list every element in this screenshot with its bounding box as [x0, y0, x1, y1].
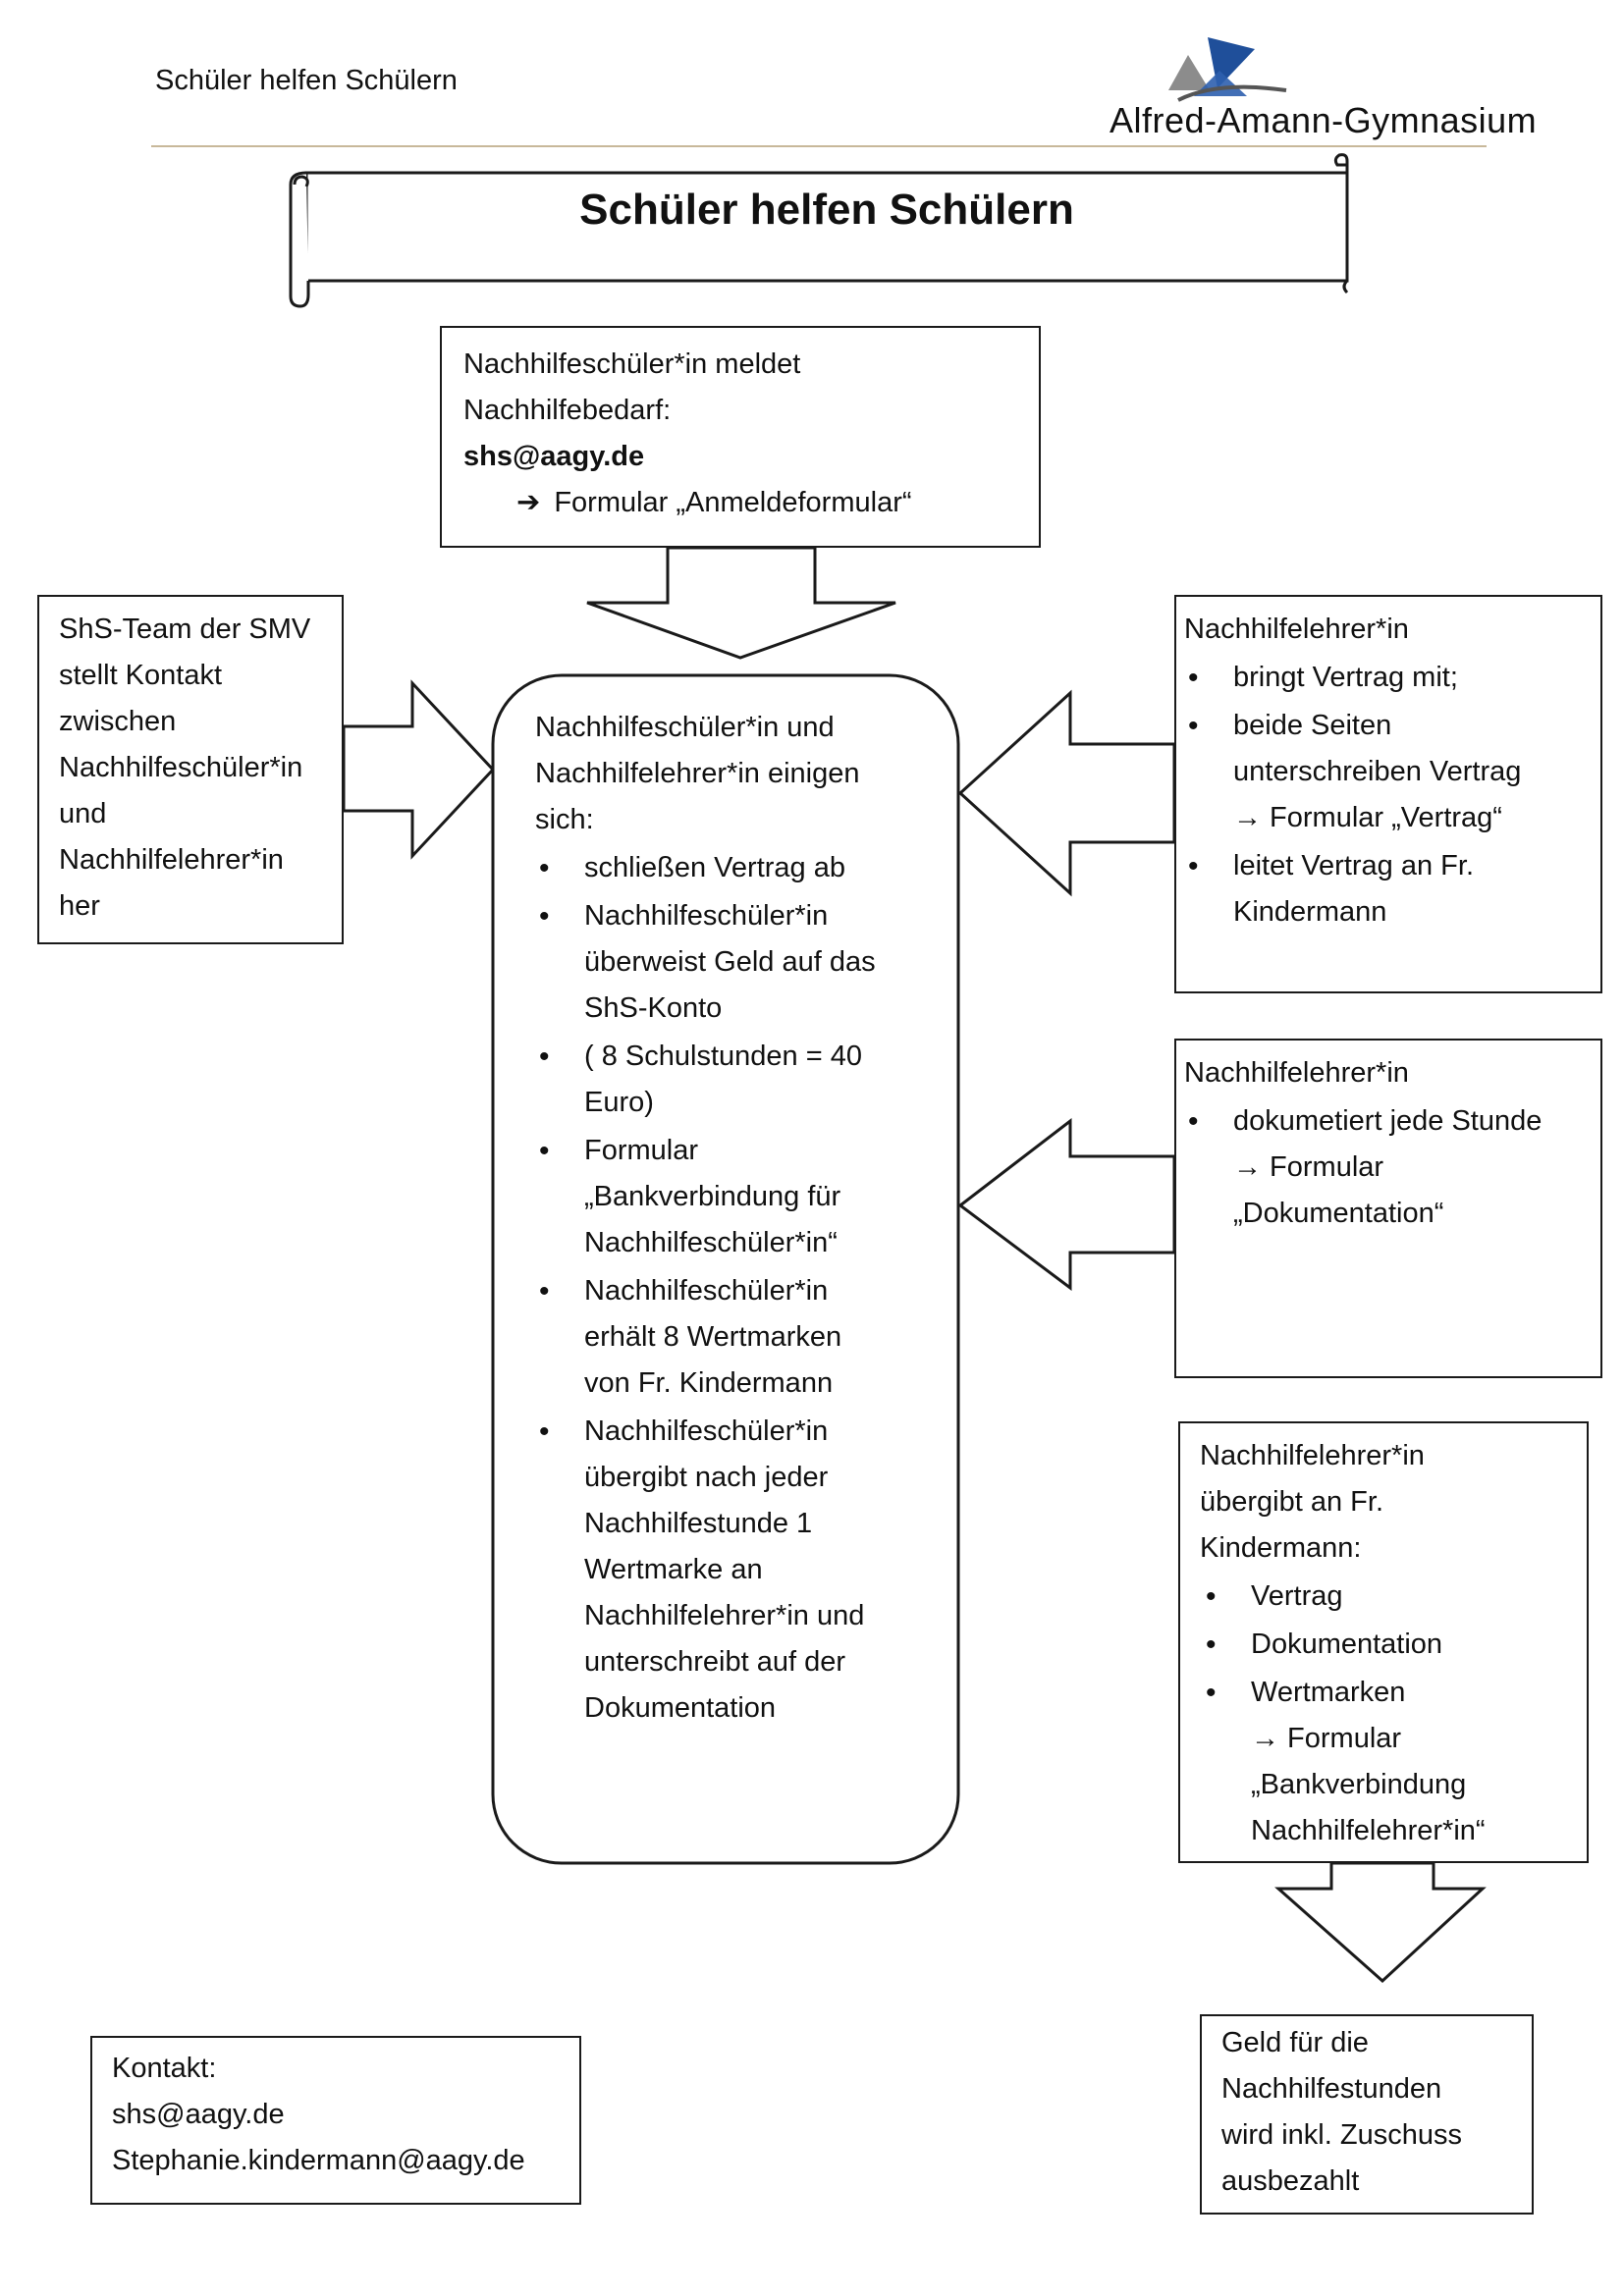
list-item-line: Nachhilfelehrer*in und	[584, 1600, 865, 1631]
list-item: Nachhilfeschüler*in überweist Geld auf d…	[539, 893, 947, 1032]
list-item-line: bringt Vertrag mit;	[1233, 662, 1458, 693]
list-item: ( 8 Schulstunden = 40 Euro)	[539, 1034, 947, 1126]
list-item-line: leitet Vertrag an Fr.	[1233, 850, 1475, 881]
payout-line: wird inkl. Zuschuss	[1221, 2119, 1462, 2151]
list-item-line: überweist Geld auf das	[584, 946, 876, 978]
list-item-line: Kindermann	[1233, 896, 1387, 928]
list-item: Dokumentation	[1206, 1622, 1567, 1668]
left-box-line: zwischen	[59, 706, 177, 737]
list-item-line: unterschreiben Vertrag	[1233, 756, 1522, 787]
contact-box: Kontakt: shs@aagy.de Stephanie.kinderman…	[90, 2036, 581, 2205]
list-item-line: → Formular	[1251, 1723, 1402, 1754]
payout-line: Nachhilfestunden	[1221, 2073, 1442, 2105]
contact-label: Kontakt:	[112, 2053, 217, 2084]
list-item: Nachhilfeschüler*in übergibt nach jeder …	[539, 1409, 947, 1732]
list-item-line: übergibt nach jeder	[584, 1462, 829, 1493]
top-box-email: shs@aagy.de	[463, 441, 645, 472]
payout-box: Geld für die Nachhilfestunden wird inkl.…	[1200, 2014, 1534, 2215]
list-item-line: Nachhilfestunde 1	[584, 1508, 813, 1539]
list-item-line: „Bankverbindung	[1251, 1769, 1467, 1800]
list-item: beide Seiten unterschreiben Vertrag → Fo…	[1188, 703, 1593, 841]
list-item-line: unterschreibt auf der	[584, 1646, 845, 1678]
top-box-form: Formular „Anmeldeformular“	[554, 487, 912, 518]
center-intro-line: Nachhilfelehrer*in einigen	[535, 758, 860, 789]
list-item-line: schließen Vertrag ab	[584, 852, 845, 883]
arrow-left-right2	[957, 1117, 1176, 1291]
left-step-box: ShS-Team der SMV stellt Kontakt zwischen…	[37, 595, 344, 944]
top-box-form-line: ➔ Formular „Anmeldeformular“	[463, 480, 1017, 526]
list-item-line: ShS-Konto	[584, 992, 723, 1024]
list-item-line: Formular	[584, 1135, 699, 1166]
right-step-box-2: Nachhilfelehrer*in dokumetiert jede Stun…	[1174, 1039, 1602, 1378]
center-box-text: Nachhilfeschüler*in und Nachhilfelehrer*…	[535, 705, 947, 1732]
list-item-line: ( 8 Schulstunden = 40	[584, 1041, 862, 1072]
list-item-line: Dokumentation	[584, 1692, 777, 1724]
arrow-down-top	[586, 546, 896, 660]
arrow-down-right3	[1274, 1861, 1487, 1984]
right-box-3-heading: Nachhilfelehrer*in	[1200, 1440, 1425, 1471]
contact-email-1[interactable]: shs@aagy.de	[112, 2099, 285, 2130]
top-box-line1: Nachhilfeschüler*in meldet	[463, 348, 801, 380]
list-item-line: Nachhilfelehrer*in“	[1251, 1815, 1486, 1846]
list-item-line: → Formular „Vertrag“	[1233, 802, 1502, 833]
list-item: Formular „Bankverbindung für Nachhilfesc…	[539, 1128, 947, 1266]
school-name: Alfred-Amann-Gymnasium	[1110, 100, 1538, 140]
right-box-3-heading: übergibt an Fr.	[1200, 1486, 1383, 1518]
list-item-line: Euro)	[584, 1087, 654, 1118]
list-item-line: Wertmarken	[1251, 1677, 1406, 1708]
right-box-3-list: Vertrag Dokumentation Wertmarken → Formu…	[1206, 1574, 1567, 1854]
list-item-line: erhält 8 Wertmarken	[584, 1321, 842, 1353]
header-rule	[151, 145, 1487, 147]
arrow-left-right1	[957, 689, 1176, 897]
left-box-line: Nachhilfeschüler*in	[59, 752, 303, 783]
center-intro-line: Nachhilfeschüler*in und	[535, 712, 835, 743]
logo-mark-icon	[1168, 37, 1287, 102]
contact-email-2[interactable]: Stephanie.kindermann@aagy.de	[112, 2145, 525, 2176]
right-box-1-heading: Nachhilfelehrer*in	[1184, 614, 1409, 645]
list-item-line: von Fr. Kindermann	[584, 1367, 834, 1399]
arrow-right-icon: ➔	[516, 487, 541, 518]
list-item-line: Wertmarke an	[584, 1554, 763, 1585]
list-item-line: „Dokumentation“	[1233, 1198, 1444, 1229]
list-item-line: „Bankverbindung für	[584, 1181, 841, 1212]
list-item: schließen Vertrag ab	[539, 845, 947, 891]
list-item: bringt Vertrag mit;	[1188, 655, 1593, 701]
left-box-line: und	[59, 798, 107, 829]
running-title: Schüler helfen Schülern	[155, 65, 458, 96]
right-step-box-1: Nachhilfelehrer*in bringt Vertrag mit; b…	[1174, 595, 1602, 993]
list-item: dokumetiert jede Stunde → Formular „Doku…	[1188, 1098, 1593, 1237]
top-box-line2: Nachhilfebedarf:	[463, 395, 672, 426]
payout-line: ausbezahlt	[1221, 2165, 1360, 2197]
list-item: Vertrag	[1206, 1574, 1567, 1620]
left-box-line: stellt Kontakt	[59, 660, 223, 691]
payout-line: Geld für die	[1221, 2027, 1369, 2058]
left-box-line: her	[59, 890, 100, 922]
top-step-box: Nachhilfeschüler*in meldet Nachhilfebeda…	[440, 326, 1041, 548]
list-item-line: Nachhilfeschüler*in	[584, 1415, 829, 1447]
center-bullet-list: schließen Vertrag ab Nachhilfeschüler*in…	[539, 845, 947, 1732]
list-item: leitet Vertrag an Fr. Kindermann	[1188, 843, 1593, 935]
list-item: Nachhilfeschüler*in erhält 8 Wertmarken …	[539, 1268, 947, 1407]
list-item-line: Nachhilfeschüler*in	[584, 900, 829, 932]
list-item-line: beide Seiten	[1233, 710, 1392, 741]
list-item-line: Nachhilfeschüler*in	[584, 1275, 829, 1307]
list-item-line: → Formular	[1233, 1151, 1384, 1183]
list-item-line: dokumetiert jede Stunde	[1233, 1105, 1543, 1137]
right-box-1-list: bringt Vertrag mit; beide Seiten untersc…	[1188, 655, 1593, 935]
list-item-line: Nachhilfeschüler*in“	[584, 1227, 838, 1258]
left-box-line: Nachhilfelehrer*in	[59, 844, 284, 876]
banner-title: Schüler helfen Schülern	[579, 186, 1074, 234]
list-item: Wertmarken → Formular „Bankverbindung Na…	[1206, 1670, 1567, 1854]
center-intro-line: sich:	[535, 804, 594, 835]
list-item-line: Dokumentation	[1251, 1629, 1443, 1660]
right-box-3-heading: Kindermann:	[1200, 1532, 1362, 1564]
right-box-2-heading: Nachhilfelehrer*in	[1184, 1057, 1409, 1089]
right-step-box-3: Nachhilfelehrer*in übergibt an Fr. Kinde…	[1178, 1421, 1589, 1863]
school-logo: Alfred-Amann-Gymnasium	[1110, 29, 1542, 147]
list-item-line: Vertrag	[1251, 1580, 1343, 1612]
arrow-right-left	[342, 679, 496, 860]
left-box-line: ShS-Team der SMV	[59, 614, 311, 645]
right-box-2-list: dokumetiert jede Stunde → Formular „Doku…	[1188, 1098, 1593, 1237]
